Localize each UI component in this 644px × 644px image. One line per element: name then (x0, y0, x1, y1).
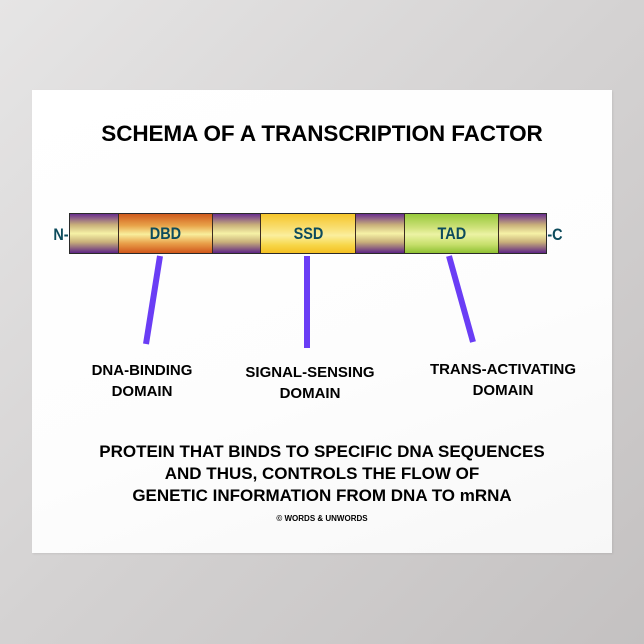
tad-description: TRANS-ACTIVATING DOMAIN (408, 359, 598, 401)
linker-segment-2 (213, 214, 262, 253)
linker-segment-4 (499, 214, 547, 253)
dbd-segment: DBD (118, 214, 214, 253)
linker-segment-3 (355, 214, 405, 253)
ssd-label: SSD (293, 223, 323, 243)
tad-description-line2: DOMAIN (472, 382, 534, 399)
n-terminus-label: N- (53, 225, 69, 244)
description-line-1: PROTEIN THAT BINDS TO SPECIFIC DNA SEQUE… (99, 442, 545, 461)
dbd-connector-line (143, 255, 163, 345)
tad-segment: TAD (404, 214, 500, 253)
dbd-description-line2: DOMAIN (111, 383, 173, 400)
tad-description-line1: TRANS-ACTIVATING (429, 361, 577, 378)
description-line-2: AND THUS, CONTROLS THE FLOW OF (164, 464, 480, 483)
dbd-description: DNA-BINDING DOMAIN (70, 360, 214, 402)
dbd-description-line1: DNA-BINDING (91, 362, 193, 379)
ssd-description-line1: SIGNAL-SENSING (245, 364, 375, 381)
dbd-label: DBD (149, 223, 182, 243)
ssd-description-line2: DOMAIN (279, 385, 341, 402)
tad-connector-line (446, 255, 476, 343)
protein-domain-bar: DBD SSD TAD (69, 213, 547, 254)
connector-lines (143, 255, 476, 348)
poster: SCHEMA OF A TRANSCRIPTION FACTOR N- DBD … (32, 90, 612, 553)
c-terminus-label: -C (547, 225, 563, 244)
tad-label: TAD (437, 223, 466, 243)
ssd-segment: SSD (261, 214, 356, 253)
linker-segment-1 (70, 214, 119, 253)
ssd-description: SIGNAL-SENSING DOMAIN (226, 362, 394, 404)
poster-description: PROTEIN THAT BINDS TO SPECIFIC DNA SEQUE… (32, 441, 612, 507)
poster-title: SCHEMA OF A TRANSCRIPTION FACTOR (101, 121, 543, 146)
copyright-notice: © WORDS & UNWORDS (276, 514, 368, 523)
description-line-3: GENETIC INFORMATION FROM DNA TO mRNA (132, 486, 512, 505)
